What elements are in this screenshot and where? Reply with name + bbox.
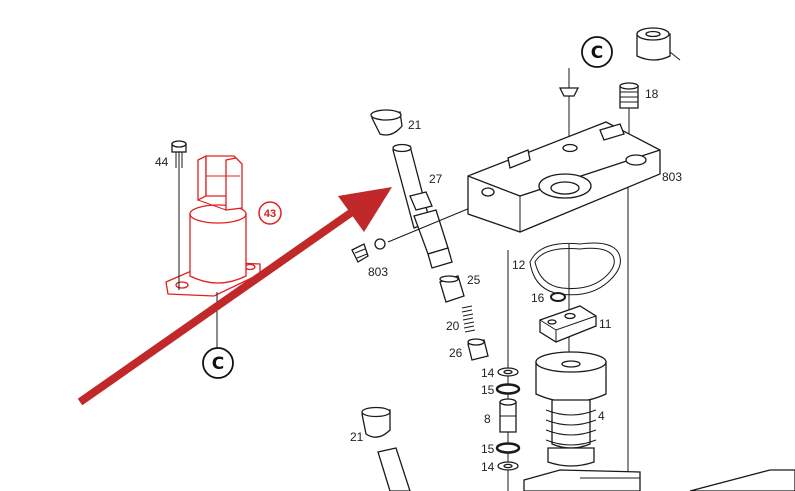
reference-c-left: C — [202, 347, 234, 379]
callout-26: 26 — [449, 346, 463, 360]
callout-21-bottom: 21 — [350, 430, 364, 444]
callout-4: 4 — [598, 409, 605, 423]
gasket-12[interactable] — [529, 242, 621, 296]
ring-16[interactable] — [550, 292, 566, 302]
callout-11: 11 — [599, 317, 612, 331]
callout-15-top: 15 — [481, 383, 495, 397]
callout-20: 20 — [446, 319, 460, 333]
callout-43-marker: 43 — [258, 201, 282, 225]
reference-c-top: C — [581, 36, 613, 68]
callout-803-left: 803 — [368, 265, 388, 279]
callout-16: 16 — [531, 291, 545, 305]
callout-18: 18 — [645, 87, 659, 101]
callout-43: 43 — [264, 208, 276, 220]
callout-12: 12 — [512, 258, 526, 272]
callout-25: 25 — [467, 273, 481, 287]
washer-14-bottom[interactable] — [497, 461, 519, 471]
bolt-top[interactable] — [636, 27, 671, 61]
washer-15-top[interactable] — [495, 383, 521, 395]
ref-c-left-label: C — [212, 354, 224, 374]
washer-14-top[interactable] — [497, 367, 519, 377]
part-803-ball[interactable] — [351, 238, 386, 263]
callout-14-bottom: 14 — [481, 460, 495, 474]
base-plate[interactable] — [523, 469, 795, 491]
part-21-top[interactable] — [370, 109, 403, 136]
callout-803-right: 803 — [662, 170, 682, 184]
washer-15-bottom[interactable] — [495, 442, 521, 454]
part-26[interactable] — [467, 338, 489, 361]
ref-c-top-label: C — [591, 43, 603, 63]
bolt-18[interactable] — [619, 82, 639, 148]
part-11[interactable] — [539, 305, 597, 343]
part-8[interactable] — [499, 398, 517, 433]
callout-44: 44 — [155, 155, 169, 169]
highlighted-part-43[interactable] — [165, 154, 261, 297]
part-4-plunger[interactable] — [535, 351, 607, 467]
callout-8: 8 — [484, 412, 491, 426]
screw-44[interactable] — [171, 140, 187, 290]
callout-14-top: 14 — [481, 366, 495, 380]
callout-27: 27 — [429, 172, 443, 186]
pointer-arrow — [77, 187, 392, 406]
part-25[interactable] — [439, 275, 465, 303]
callout-21-top: 21 — [408, 118, 422, 132]
callout-15-bottom: 15 — [481, 442, 495, 456]
part-21-bottom[interactable] — [361, 406, 411, 491]
part-27-tube[interactable] — [392, 143, 453, 269]
part-20-spring[interactable] — [461, 305, 476, 333]
housing-803[interactable] — [467, 121, 661, 233]
